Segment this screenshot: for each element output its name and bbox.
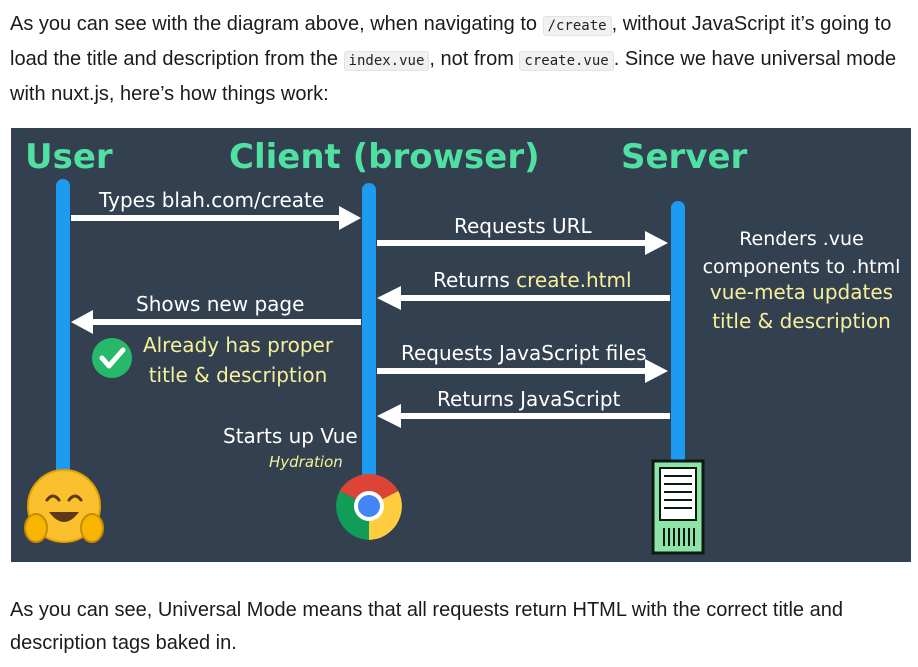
label-requests-js: Requests JavaScript files — [401, 341, 647, 365]
label-returns-file: create.html — [516, 268, 632, 292]
chrome-browser-icon — [336, 474, 402, 540]
arrow-requests-js — [377, 359, 668, 383]
code-create-route: /create — [542, 16, 612, 36]
note-renders-line2: components to .html — [702, 256, 901, 278]
intro-text-2: , without JavaScript it’s going to load … — [10, 13, 892, 70]
arrow-shows-new-page — [71, 310, 361, 334]
note-already-has-title: Already has proper title & description — [141, 330, 335, 390]
label-returns-prefix: Returns — [433, 268, 517, 292]
hugging-face-emoji-icon — [24, 469, 104, 543]
arrow-returns-js — [377, 404, 670, 428]
diagram-graphics — [24, 179, 705, 555]
arrow-requests-url — [377, 231, 668, 255]
code-create-vue: create.vue — [519, 51, 614, 71]
intro-text-3: , not from — [429, 48, 520, 70]
intro-text-1: As you can see with the diagram above, w… — [10, 13, 543, 35]
label-requests-url: Requests URL — [454, 214, 592, 238]
label-types-url: Types blah.com/create — [99, 188, 325, 212]
universal-mode-diagram: User Client (browser) Server Types blah.… — [11, 128, 911, 562]
label-returns-html: Returns create.html — [433, 268, 632, 292]
note-renders-line1: Renders .vue — [739, 228, 864, 250]
note-vue-meta: vue-meta updates title & description — [699, 278, 904, 336]
note-starts-vue: Starts up Vue — [223, 424, 358, 448]
label-shows-new-page: Shows new page — [136, 292, 305, 316]
arrow-types-url — [71, 206, 361, 230]
intro-paragraph: As you can see with the diagram above, w… — [10, 8, 908, 111]
note-hydration: Hydration — [269, 453, 343, 471]
server-rack-icon — [651, 459, 705, 555]
note-vuemeta-line1: vue-meta updates — [709, 280, 894, 304]
check-mark-icon — [92, 338, 132, 378]
header-server: Server — [621, 137, 748, 177]
arrow-returns-html — [377, 286, 670, 310]
outro-paragraph: As you can see, Universal Mode means tha… — [10, 599, 843, 654]
code-index-vue: index.vue — [343, 51, 430, 71]
note-already-line2: title & description — [148, 363, 328, 387]
header-client: Client (browser) — [229, 137, 540, 177]
label-returns-js: Returns JavaScript — [437, 387, 621, 411]
note-already-line1: Already has proper — [142, 333, 334, 357]
note-renders-vue: Renders .vue components to .html — [699, 225, 904, 281]
header-user: User — [25, 137, 113, 177]
intro-text-4: . Since we have universal mode with nuxt… — [10, 48, 897, 105]
note-vuemeta-line2: title & description — [712, 309, 891, 333]
